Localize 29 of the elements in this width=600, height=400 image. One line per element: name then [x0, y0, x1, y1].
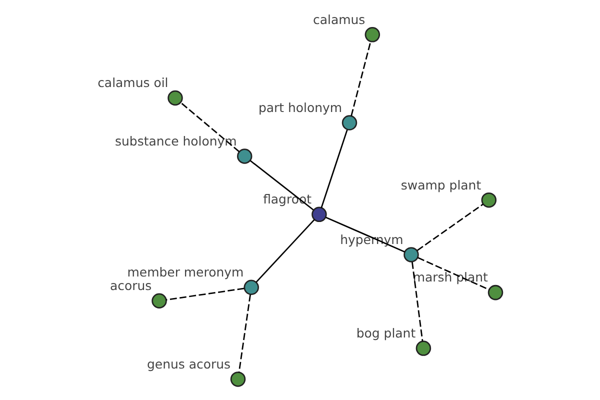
- node-label: member meronym: [127, 264, 244, 280]
- node-circle: [364, 27, 380, 42]
- node-label: substance holonym: [115, 133, 237, 148]
- node-label: calamus oil: [98, 75, 168, 90]
- node-label: bog plant: [356, 325, 416, 340]
- node-label: genus acorus: [146, 356, 231, 372]
- node-circle: [312, 206, 327, 222]
- connector: [412, 262, 424, 342]
- node-label: swamp plant: [400, 177, 482, 192]
- node-circle: [488, 284, 504, 300]
- connector: [256, 219, 315, 283]
- node-circle: [244, 280, 259, 296]
- connector: [180, 102, 240, 152]
- node-circle: [230, 372, 246, 387]
- connector: [166, 288, 244, 301]
- node-label: part holonym: [258, 100, 342, 115]
- node-circle: [168, 90, 183, 106]
- node-circle: [404, 247, 419, 262]
- connector: [416, 204, 484, 251]
- node-label: calamus: [313, 12, 366, 27]
- node-circle: [237, 148, 252, 164]
- node-circle: [342, 115, 358, 130]
- node-circle: [152, 293, 167, 308]
- node-label: acorus: [110, 278, 152, 294]
- connector: [238, 294, 251, 372]
- connector: [350, 42, 372, 116]
- connector: [320, 130, 348, 208]
- node-circle: [416, 340, 432, 356]
- node-circle: [481, 192, 497, 208]
